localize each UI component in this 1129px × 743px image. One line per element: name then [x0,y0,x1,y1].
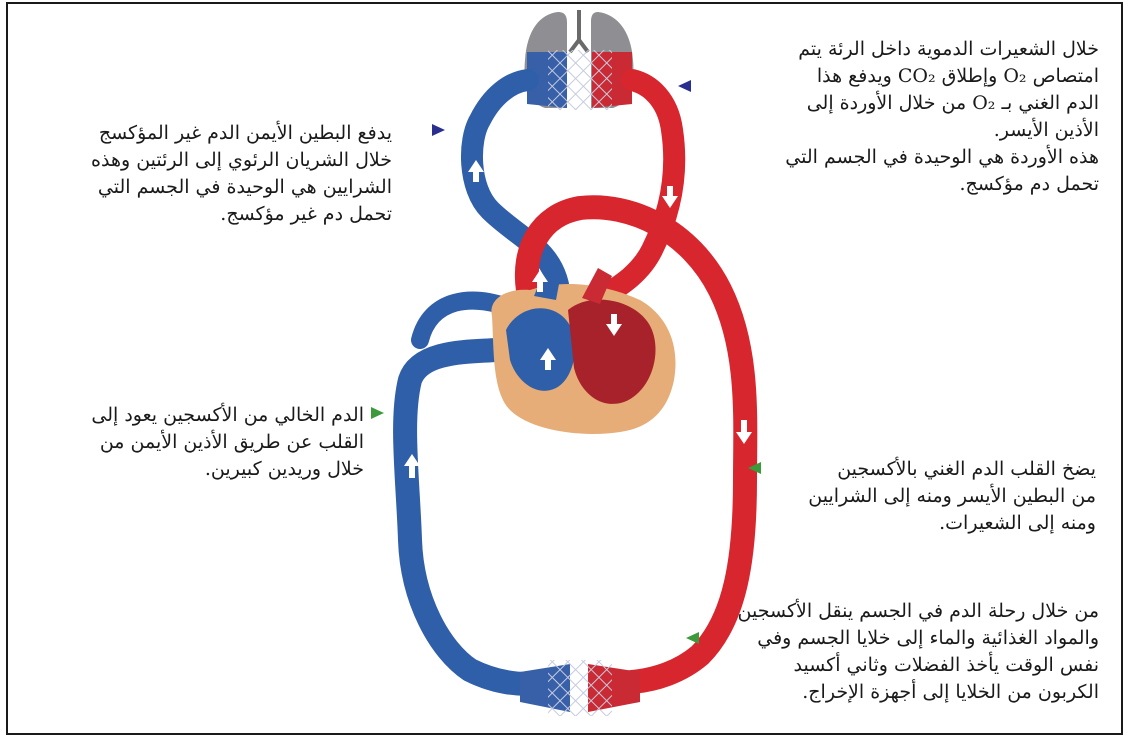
annotation-lungs: خلال الشعيرات الدموية داخل الرئة يتم امت… [699,36,1099,198]
annotation-body: من خلال رحلة الدم في الجسم ينقل الأكسجين… [689,598,1099,706]
marker-return [371,407,384,419]
annotation-return: الدم الخالي من الأكسجين يعود إلى القلب ع… [34,402,364,483]
pulmonary-vein [598,80,674,300]
annotation-pump: يضخ القلب الدم الغني بالأكسجين من البطين… [756,456,1096,537]
body-capillaries [520,660,640,716]
annotation-right-ventricle: يدفع البطين الأيمن الدم غير المؤكسج خلال… [12,120,392,228]
lung-capillaries [527,50,632,110]
marker-ventricle [432,124,445,136]
marker-lungs [678,80,691,92]
